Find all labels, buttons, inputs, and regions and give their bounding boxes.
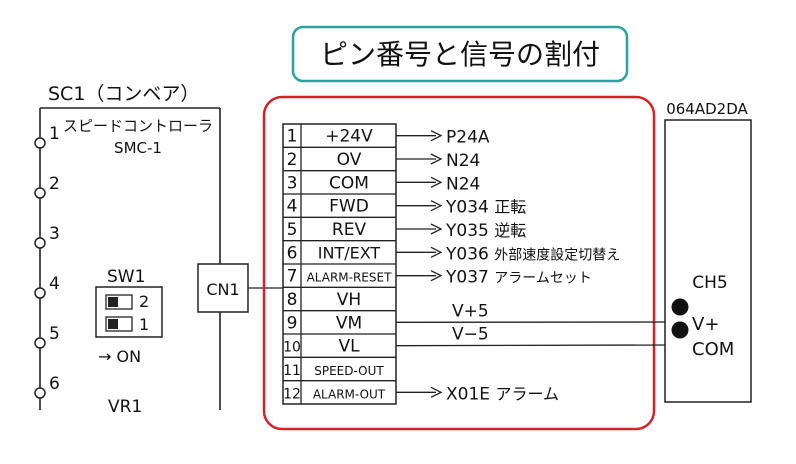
terminal-com-dot xyxy=(671,321,689,339)
pin-signal-5: REV xyxy=(332,220,367,240)
left-terminal-6-label: 6 xyxy=(49,374,60,394)
left-terminal-2-circle xyxy=(34,187,46,199)
pin-number-4: 4 xyxy=(287,197,298,217)
pin-destination-6: Y036 外部速度設定切替え xyxy=(445,244,620,264)
dip-position-1: 1 xyxy=(139,315,149,334)
pin-destination-10: V−5 xyxy=(452,325,489,345)
pin-destination-9: V+5 xyxy=(452,301,489,321)
left-terminal-5-circle xyxy=(34,337,46,349)
pin-arrow-head-1 xyxy=(430,130,443,142)
dip-switch-knob-1 xyxy=(108,319,118,329)
pin-number-6: 6 xyxy=(287,243,298,263)
pin-destination-12: X01E アラーム xyxy=(446,384,559,404)
pin-destination-3: N24 xyxy=(446,174,480,194)
channel-label: CH5 xyxy=(692,273,727,293)
controller-model: SMC-1 xyxy=(114,139,162,157)
pin-wire-10 xyxy=(395,344,673,347)
pin-signal-1: +24V xyxy=(325,127,373,147)
pin-signal-6: INT/EXT xyxy=(318,243,381,262)
pin-number-1: 1 xyxy=(287,127,298,147)
pin-number-10: 10 xyxy=(283,340,301,356)
pin-rows: 1 +24V P24A 2 OV N24 3 COM N24 4 FWD Y034 正転 5 REV Y03… xyxy=(283,127,675,404)
pin-signal-3: COM xyxy=(329,173,369,193)
pin-arrow-head-6 xyxy=(430,246,443,258)
connector-group-border xyxy=(262,95,656,431)
vr-label: VR1 xyxy=(108,397,142,417)
pin-arrow-head-7 xyxy=(430,270,443,282)
pin-signal-12: ALARM-OUT xyxy=(313,387,386,401)
pin-arrow-head-3 xyxy=(430,176,443,188)
pin-signal-10: VL xyxy=(338,337,360,357)
connector-label: CN1 xyxy=(206,280,239,299)
right-unit-name: 064AD2DA xyxy=(666,100,748,118)
pin-number-8: 8 xyxy=(287,290,298,310)
pin-destination-2: N24 xyxy=(446,151,480,171)
pin-destination-4: Y034 正転 xyxy=(445,198,526,218)
pin-number-2: 2 xyxy=(287,150,298,170)
pin-number-7: 7 xyxy=(287,267,298,287)
pin-destination-1: P24A xyxy=(446,128,490,148)
terminal-com-label: COM xyxy=(692,339,734,360)
on-direction-label: → ON xyxy=(98,347,141,366)
left-terminal-1-label: 1 xyxy=(49,124,60,144)
pin-signal-8: VH xyxy=(337,290,361,310)
pin-signal-4: FWD xyxy=(329,197,369,217)
pin-arrow-head-12 xyxy=(430,386,443,398)
right-unit-box xyxy=(664,119,752,403)
left-terminal-3-label: 3 xyxy=(49,224,60,244)
terminal-v-plus-dot xyxy=(671,298,689,316)
left-terminal-1-circle xyxy=(34,137,46,149)
pin-signal-9: VM xyxy=(336,313,362,333)
diagram-title: ピン番号と信号の割付 xyxy=(320,38,600,71)
pin-arrow-head-5 xyxy=(430,223,443,235)
left-terminal-4-label: 4 xyxy=(49,274,60,294)
pin-signal-7: ALARM-RESET xyxy=(307,271,393,285)
title-box xyxy=(291,25,629,83)
left-terminal-group: 1 2 3 4 5 6 xyxy=(34,124,60,399)
pin-arrow-head-2 xyxy=(430,153,443,165)
left-unit-name: SC1（コンベア） xyxy=(48,83,199,105)
left-terminal-2-label: 2 xyxy=(49,174,60,194)
terminal-v-plus-label: V+ xyxy=(692,314,719,335)
pin-number-12: 12 xyxy=(283,386,301,402)
left-terminal-4-circle xyxy=(34,287,46,299)
left-terminal-3-circle xyxy=(34,237,46,249)
dip-position-2: 2 xyxy=(139,292,149,311)
pin-arrow-head-4 xyxy=(430,200,443,212)
pin-number-11: 11 xyxy=(283,363,301,379)
pin-signal-11: SPEED-OUT xyxy=(314,364,384,378)
left-terminal-5-label: 5 xyxy=(49,324,60,344)
pin-signal-2: OV xyxy=(337,150,362,170)
pin-destination-7: Y037 アラームセット xyxy=(445,268,592,288)
controller-name: スピードコントローラ xyxy=(63,117,213,135)
switch-label: SW1 xyxy=(107,267,145,287)
pin-number-5: 5 xyxy=(287,220,298,240)
pin-destination-5: Y035 逆転 xyxy=(445,221,526,241)
pin-number-9: 9 xyxy=(287,313,298,333)
dip-switch-knob-2 xyxy=(108,297,118,307)
connector-cn1 xyxy=(197,263,249,313)
left-terminal-6-circle xyxy=(34,387,46,399)
pin-number-3: 3 xyxy=(287,173,298,193)
